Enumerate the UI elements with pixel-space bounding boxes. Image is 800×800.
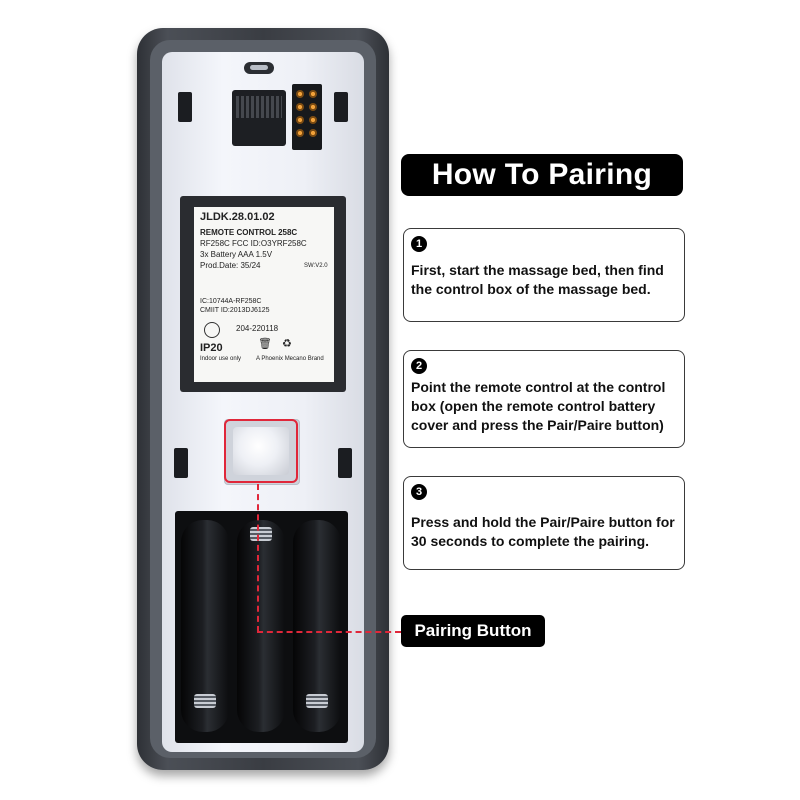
step-card-3: 3 Press and hold the Pair/Paire button f… [403, 476, 685, 570]
label-prod-date: Prod.Date: 35/24 [200, 261, 261, 270]
battery-spring [194, 694, 216, 708]
pair-button-highlight [224, 419, 298, 483]
side-clip-slot [334, 92, 348, 122]
weee-bin-icon: 🗑 [258, 338, 272, 350]
side-clip-slot [178, 92, 192, 122]
step-text: Press and hold the Pair/Paire button for… [411, 514, 675, 549]
side-clip-slot [338, 448, 352, 478]
label-brand: A Phoenix Mecano Brand [256, 356, 324, 362]
pairing-button-label: Pairing Button [401, 615, 545, 647]
label-title: REMOTE CONTROL 258C [200, 228, 298, 237]
label-ip-rating: IP20 [200, 342, 223, 354]
pair-button[interactable] [233, 427, 289, 475]
label-battery: 3x Battery AAA 1.5V [200, 250, 273, 259]
label-fcc: RF258C FCC ID:O3YRF258C [200, 239, 307, 248]
step-number-badge: 3 [411, 484, 427, 500]
label-model: JLDK.28.01.02 [200, 211, 275, 223]
pin-header [292, 84, 322, 150]
label-sw: SW:V2.0 [304, 263, 328, 269]
certification-mark-icon [204, 322, 220, 338]
label-cmiit: CMIIT ID:2013DJ6125 [200, 307, 270, 314]
page-title: How To Pairing [401, 154, 683, 196]
label-ic: IC:10744A-RF258C [200, 298, 262, 305]
side-clip-slot [174, 448, 188, 478]
slide-switch-cap [244, 62, 274, 74]
recycle-icon: ♻ [282, 338, 292, 350]
step-number-badge: 1 [411, 236, 427, 252]
label-indoor: Indoor use only [200, 356, 242, 362]
label-cert-number: 204-220118 [236, 324, 279, 333]
callout-line-vertical [257, 484, 259, 632]
battery-slot [237, 520, 285, 732]
step-text: First, start the massage bed, then find … [411, 262, 664, 297]
step-card-1: 1 First, start the massage bed, then fin… [403, 228, 685, 322]
battery-spring [250, 527, 272, 541]
callout-line-horizontal [257, 631, 401, 633]
switch-ridges [236, 96, 282, 118]
product-label: JLDK.28.01.02 REMOTE CONTROL 258C RF258C… [194, 207, 334, 382]
step-text: Point the remote control at the control … [411, 379, 666, 433]
step-number-badge: 2 [411, 358, 427, 374]
battery-spring [306, 694, 328, 708]
step-card-2: 2 Point the remote control at the contro… [403, 350, 685, 448]
